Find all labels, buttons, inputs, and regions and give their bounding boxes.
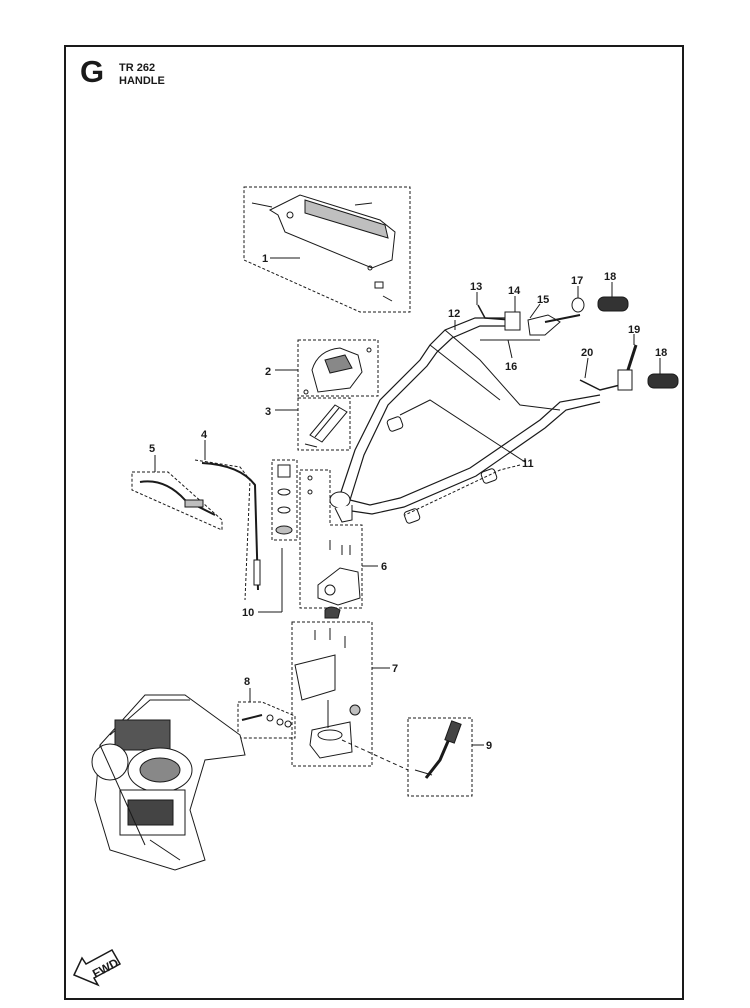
callout-14: 14	[508, 285, 521, 297]
fwd-arrow-icon: FWD	[72, 948, 121, 987]
callout-19: 19	[628, 324, 640, 336]
callout-7: 7	[392, 663, 398, 675]
diagram-frame	[64, 45, 684, 1000]
leader-lines	[154, 257, 661, 746]
part-8-hardware	[237, 701, 296, 739]
model-number: TR 262	[119, 62, 156, 74]
part-9-lever	[341, 717, 473, 797]
callout-12: 12	[448, 308, 460, 320]
callout-3: 3	[265, 406, 271, 418]
callout-16: 16	[505, 361, 517, 373]
part-2-grip-cover	[297, 339, 379, 397]
callout-11: 11	[522, 458, 534, 470]
callout-20: 20	[581, 347, 593, 359]
part-11-bushings	[386, 399, 526, 524]
part-3-sleeve	[297, 397, 351, 451]
callout-13: 13	[470, 281, 482, 293]
callout-9: 9	[486, 740, 492, 752]
section-title: HANDLE	[119, 75, 165, 87]
callout-8: 8	[244, 676, 250, 688]
callout-5: 5	[149, 443, 155, 455]
bushing-stack	[271, 459, 298, 541]
engine-illustration	[91, 694, 246, 871]
handle-controls	[477, 296, 679, 391]
callout-4: 4	[201, 429, 208, 441]
part-6-pivot-block	[299, 469, 363, 619]
callout-1: 1	[262, 253, 268, 265]
part-1-cover-group	[243, 186, 411, 313]
callout-17: 17	[571, 275, 583, 287]
part-5-cable	[131, 471, 223, 531]
section-letter: G	[80, 54, 105, 89]
callout-2: 2	[265, 366, 271, 378]
callout-15: 15	[537, 294, 549, 306]
callout-10: 10	[242, 607, 254, 619]
part-4-cable	[194, 459, 261, 601]
callout-18-top: 18	[604, 271, 616, 283]
part-7-mount-bracket	[291, 621, 373, 767]
callout-6: 6	[381, 561, 387, 573]
callout-labels: 1 2 3 4 5 6 7 8 9 10 11 12 13 14 15 16 1…	[149, 253, 667, 752]
callout-18-bottom: 18	[655, 347, 667, 359]
part-12-handlebar	[329, 317, 601, 523]
